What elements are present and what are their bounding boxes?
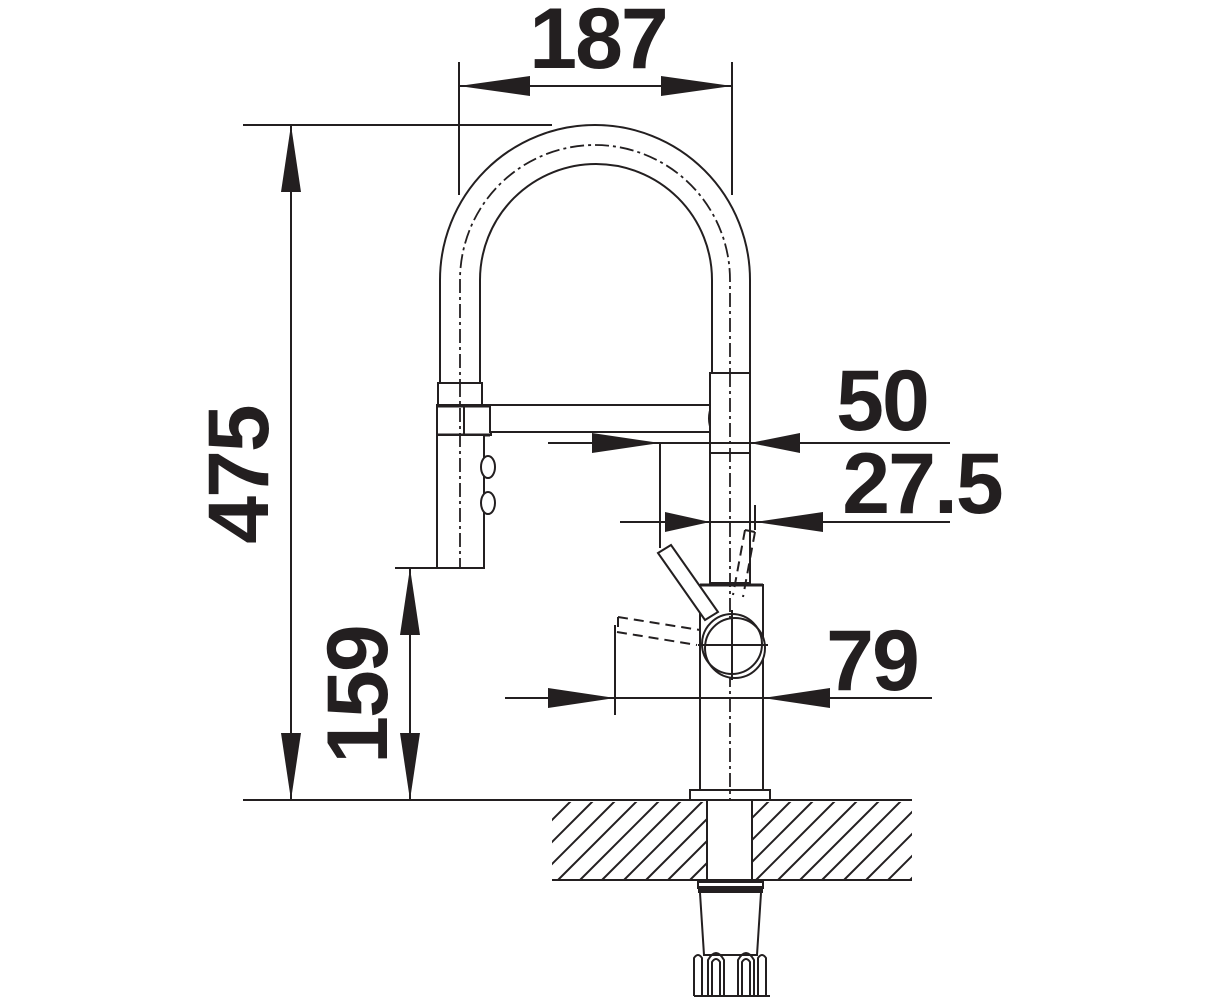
hatch-line bbox=[755, 802, 837, 880]
hatch-line bbox=[932, 800, 1012, 880]
hatch-line bbox=[777, 802, 859, 880]
hatch-line bbox=[998, 800, 1078, 880]
hatch-line bbox=[887, 802, 912, 880]
spout bbox=[439, 124, 751, 800]
countertop-section bbox=[470, 800, 1078, 881]
hatch-line bbox=[909, 802, 912, 880]
hatch-line bbox=[799, 802, 881, 880]
spray-button-icon bbox=[480, 491, 496, 515]
hatch-line bbox=[865, 802, 912, 880]
dimension-total-height: 475 bbox=[191, 124, 552, 800]
hatch-line bbox=[557, 802, 639, 880]
hatch-line bbox=[689, 802, 771, 880]
spray-button-icon bbox=[480, 455, 496, 479]
hatch-line bbox=[552, 802, 595, 880]
dimension-label-50: 50 bbox=[836, 353, 928, 449]
dimension-label-159: 159 bbox=[310, 626, 406, 764]
spray-head-holder bbox=[489, 404, 713, 433]
hatch-line bbox=[821, 802, 903, 880]
dimension-body-diameter: 27.5 bbox=[620, 436, 1004, 532]
dimension-label-187: 187 bbox=[529, 0, 667, 87]
hatch-line bbox=[623, 802, 705, 880]
lever bbox=[616, 529, 768, 680]
hatch-line bbox=[954, 800, 1034, 880]
dimension-label-79: 79 bbox=[826, 613, 918, 709]
hatch-line bbox=[645, 802, 727, 880]
dimension-spout-to-lever: 50 bbox=[548, 353, 950, 548]
hatch-line bbox=[470, 800, 550, 880]
spray-head bbox=[436, 382, 496, 569]
dimension-lever-reach: 79 bbox=[505, 613, 932, 715]
hatch-line bbox=[552, 802, 617, 880]
hatch-line bbox=[552, 802, 573, 880]
hatch-line bbox=[579, 802, 661, 880]
dimension-label-27-5: 27.5 bbox=[842, 436, 1002, 532]
dimension-spray-head-height: 159 bbox=[310, 567, 440, 800]
mounting-fixture bbox=[693, 881, 770, 997]
hatch-line bbox=[733, 802, 815, 880]
hatch-line bbox=[843, 802, 912, 880]
hatch-line bbox=[976, 800, 1056, 880]
faucet-body bbox=[689, 372, 771, 801]
dimension-spout-reach: 187 bbox=[458, 0, 733, 195]
hatch-line bbox=[601, 802, 683, 880]
dimension-label-475: 475 bbox=[191, 406, 287, 544]
